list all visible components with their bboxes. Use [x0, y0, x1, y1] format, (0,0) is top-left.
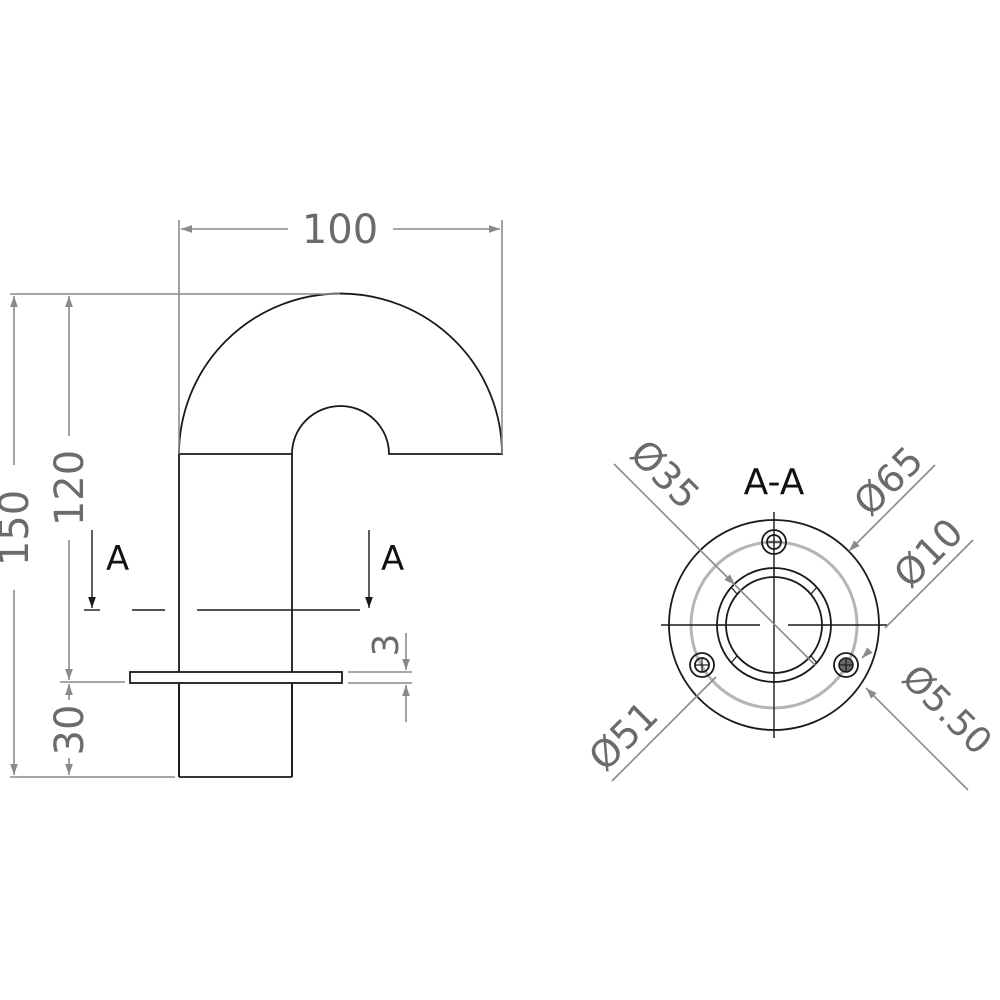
dim-d65-label: Ø65: [845, 438, 931, 524]
bolt-hole-top: [761, 529, 787, 555]
bolt-hole-bottom-left: [689, 652, 715, 678]
dim-lower-height-label: 30: [47, 705, 93, 756]
section-cut-line: [84, 530, 373, 611]
dim-d10-label: Ø10: [885, 510, 971, 596]
section-marker-left: A: [106, 539, 129, 579]
section-view: A-A: [580, 431, 1000, 791]
dim-flange-thickness-label: 3: [366, 634, 407, 657]
section-title: A-A: [744, 462, 805, 503]
hook-outline: [178, 292, 503, 455]
leader-d550: [865, 687, 969, 791]
dim-width-label: 100: [302, 207, 378, 253]
dim-width: [178, 220, 503, 454]
leader-d51: [611, 692, 701, 782]
dim-total-height-label: 150: [0, 490, 38, 566]
side-view: A A 100 150 120 30: [0, 207, 503, 778]
dim-d51-label: Ø51: [580, 693, 666, 779]
bolt-hole-bottom-right: [833, 652, 859, 678]
leader-d35: [613, 463, 736, 586]
section-marker-right: A: [381, 539, 404, 579]
dim-d35-label: Ø35: [622, 431, 708, 517]
dim-upper-height-label: 120: [47, 450, 93, 526]
dim-d550-label: Ø5.50: [894, 657, 1000, 763]
leader-d65: [848, 464, 936, 552]
dim-flange-thickness: [348, 633, 412, 722]
leader-d10: [884, 539, 974, 629]
flange-plate: [129, 671, 343, 684]
